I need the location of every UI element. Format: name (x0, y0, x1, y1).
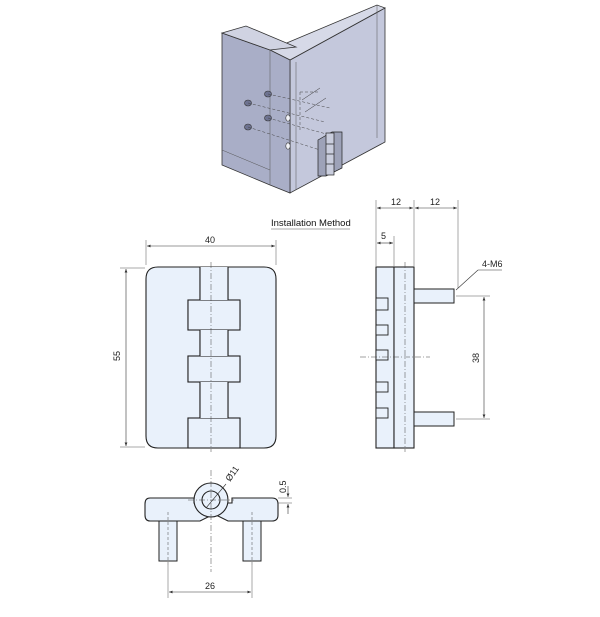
panel-holes (285, 114, 291, 150)
dim-plate-width: 40 (205, 235, 215, 245)
hinge-front-view (145, 262, 277, 452)
hinge-side-view (360, 262, 455, 452)
dim-gap: 0.5 (278, 480, 288, 493)
glass-panel-front-side (221, 32, 291, 194)
installation-iso-view (220, 4, 386, 194)
bottom-pin-left (158, 520, 178, 562)
dim-bore: Ø11 (223, 464, 241, 483)
installation-method-caption: Installation Method (271, 218, 351, 229)
dim-side-left: 12 (391, 197, 401, 207)
side-pin-bottom (413, 411, 455, 427)
glass-panel-front-top (220, 25, 298, 51)
dim-bottom-pin-pitch: 26 (205, 581, 215, 591)
side-pin-top (413, 288, 455, 304)
dim-plate-height: 55 (112, 351, 122, 361)
dim-side-right: 12 (430, 197, 440, 207)
side-leaf-right (393, 266, 415, 449)
hinge-bottom-view (144, 470, 279, 572)
dim-side-plate: 5 (381, 231, 386, 241)
bottom-pin-right (242, 520, 262, 562)
iso-hinge (317, 131, 343, 177)
dim-pin-pitch: 38 (471, 353, 481, 363)
dim-thread: 4-M6 (482, 259, 503, 269)
